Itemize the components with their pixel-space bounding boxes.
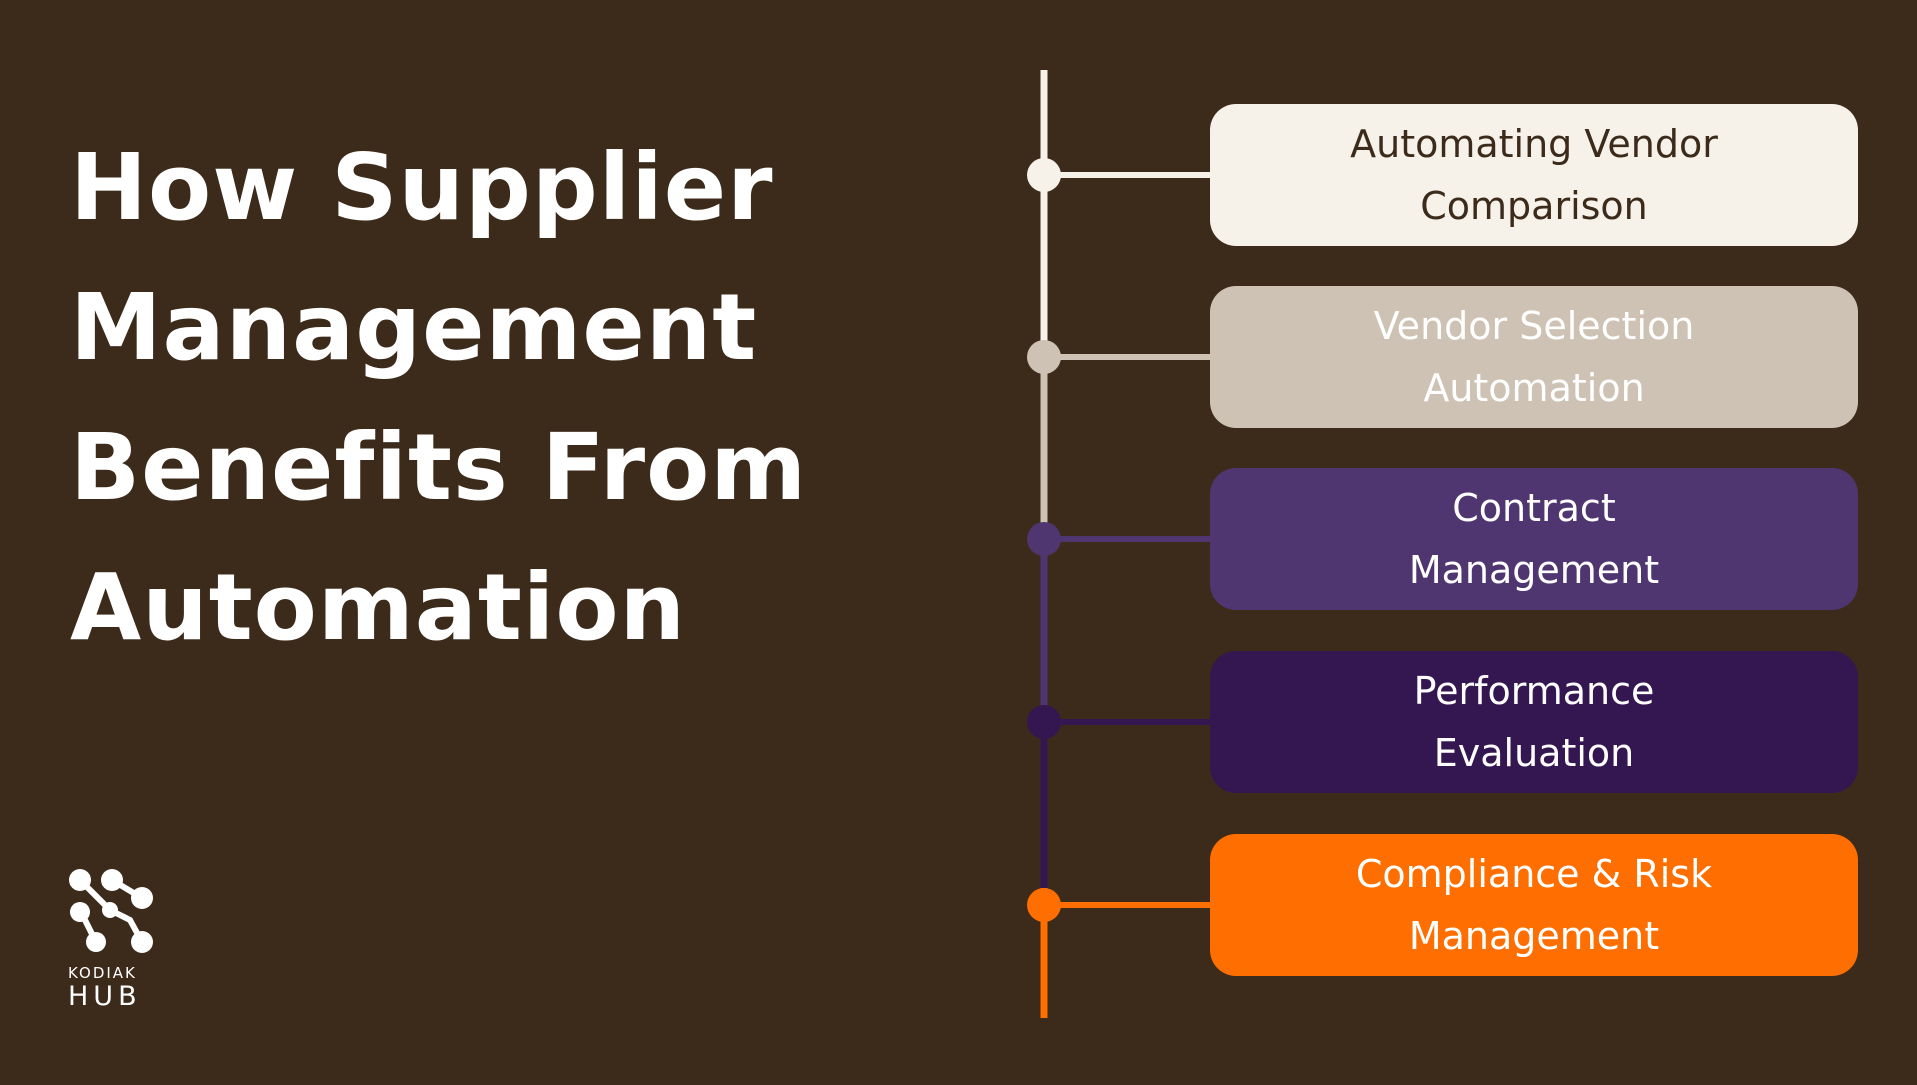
step-card-vendor-selection: Vendor Selection Automation bbox=[1210, 286, 1858, 428]
step-label: Contract Management bbox=[1408, 486, 1660, 592]
node-5 bbox=[1027, 888, 1061, 922]
step-card-compliance-risk: Compliance & Risk Management bbox=[1210, 834, 1858, 976]
node-1 bbox=[1027, 158, 1061, 192]
node-2 bbox=[1027, 340, 1061, 374]
step-card-vendor-comparison: Automating Vendor Comparison bbox=[1210, 104, 1858, 246]
node-4 bbox=[1027, 705, 1061, 739]
node-3 bbox=[1027, 522, 1061, 556]
step-label: Compliance & Risk Management bbox=[1355, 852, 1713, 958]
kodiak-hub-logo: KODIAK HUB bbox=[68, 868, 158, 1010]
step-card-contract-management: Contract Management bbox=[1210, 468, 1858, 610]
kodiak-hub-dots-icon bbox=[69, 869, 153, 953]
step-card-performance-evaluation: Performance Evaluation bbox=[1210, 651, 1858, 793]
logo-text-hub: HUB bbox=[68, 981, 142, 1012]
page-title: How Supplier Management Benefits From Au… bbox=[70, 134, 808, 661]
logo-text-kodiak: KODIAK bbox=[68, 964, 137, 982]
step-label: Automating Vendor Comparison bbox=[1350, 122, 1718, 228]
step-label: Performance Evaluation bbox=[1413, 669, 1655, 775]
step-label: Vendor Selection Automation bbox=[1373, 304, 1695, 410]
